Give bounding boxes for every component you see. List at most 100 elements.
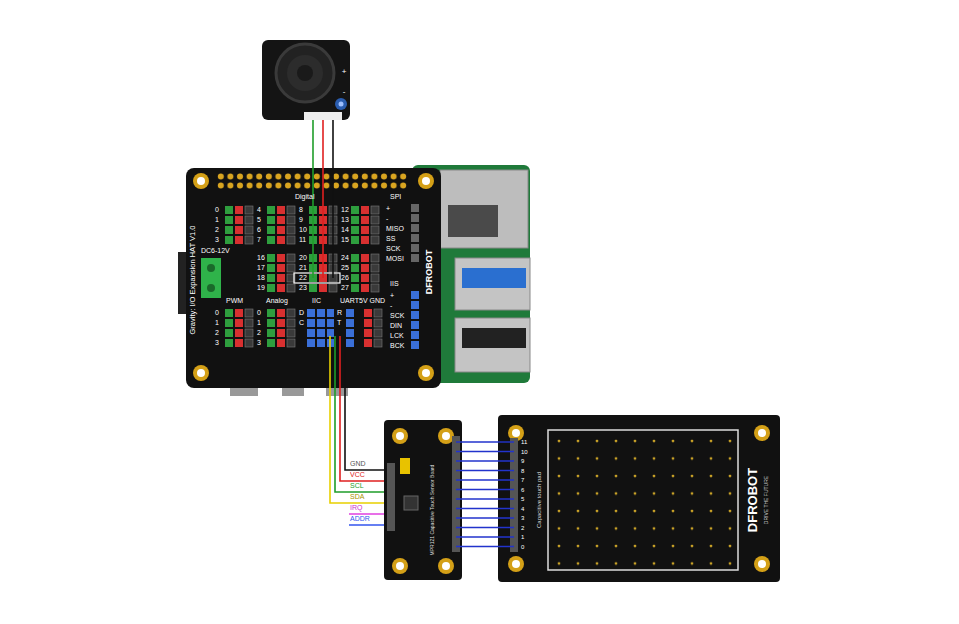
pin-label: 16 xyxy=(257,254,265,262)
pin-label: - xyxy=(386,215,388,223)
pin-label: 0 xyxy=(215,309,219,317)
pin-label: 21 xyxy=(299,264,307,272)
pin-label: 10 xyxy=(299,226,307,234)
pin-label: 6 xyxy=(521,486,524,494)
pin-label: D xyxy=(299,309,304,317)
pin-label: MOSI xyxy=(386,255,404,263)
pin-label: 23 xyxy=(299,284,307,292)
pin-label: 4 xyxy=(521,505,524,513)
pin-label: 10 xyxy=(521,448,528,456)
board-text: - xyxy=(343,88,346,96)
pin-label: 3 xyxy=(215,236,219,244)
pin-label: R xyxy=(337,309,342,317)
pin-label: SPI xyxy=(390,193,401,201)
io-expansion-hat xyxy=(178,168,441,396)
pin-label: 5 xyxy=(257,216,261,224)
pin-label: 3 xyxy=(521,514,524,522)
pin-label: VCC xyxy=(350,471,365,479)
pin-label: 22 xyxy=(299,274,307,282)
pin-label: 11 xyxy=(299,236,306,244)
pin-label: DFROBOT xyxy=(425,250,434,295)
pin-label: 2 xyxy=(215,226,219,234)
board-text: MPR121 Capacitive Touch Sensor Board xyxy=(430,465,435,556)
pin-label: 2 xyxy=(521,524,524,532)
touch-pad: DFROBOT DRIVE THE FUTURE Capacitive touch … xyxy=(498,415,780,582)
pin-label: SCL xyxy=(350,482,364,490)
io-expansion-hat: Gravity: I/O Expansion HAT V1.0 xyxy=(186,168,441,388)
pin-label: 8 xyxy=(299,206,303,214)
pin-label: Analog xyxy=(266,297,288,305)
pin-label: 11 xyxy=(521,438,527,446)
pin-label: SCK xyxy=(390,312,404,320)
pin-label: SCK xyxy=(386,245,400,253)
pin-label: 5 xyxy=(521,495,524,503)
pin-label: MISO xyxy=(386,225,404,233)
capacitive-touch-pad xyxy=(498,415,780,582)
pin-label: UART xyxy=(340,297,359,305)
pin-label: 7 xyxy=(521,476,524,484)
wires xyxy=(313,120,384,525)
pin-label: DIN xyxy=(390,322,402,330)
pin-label: 7 xyxy=(257,236,261,244)
pin-label: SDA xyxy=(350,493,364,501)
pin-label: 2 xyxy=(257,329,261,337)
pin-label: 19 xyxy=(257,284,265,292)
wire-connector xyxy=(345,388,384,470)
pin-label: ADDR xyxy=(350,515,370,523)
pin-label: PWM xyxy=(226,297,243,305)
pin-label: Digital xyxy=(295,193,314,201)
pin-label: 1 xyxy=(215,216,219,224)
pin-label: 1 xyxy=(215,319,219,327)
pin-label: 14 xyxy=(341,226,349,234)
board-text: DFROBOT xyxy=(746,468,759,532)
pin-label: 3 xyxy=(257,339,261,347)
pin-label: 0 xyxy=(521,543,524,551)
pin-label: + xyxy=(386,205,390,213)
pin-label: 4 xyxy=(257,206,261,214)
board-text: + xyxy=(342,68,347,76)
pin-label: 6 xyxy=(257,226,261,234)
mpr121-board xyxy=(384,420,462,580)
pin-label: LCK xyxy=(390,332,404,340)
speaker-module: +- xyxy=(262,40,350,120)
pin-label: GND xyxy=(350,460,366,468)
pin-label: IRQ xyxy=(350,504,362,512)
pin-label: 15 xyxy=(341,236,349,244)
pin-label: 3 xyxy=(215,339,219,347)
pin-label: 24 xyxy=(341,254,349,262)
pin-label: - xyxy=(390,302,392,310)
pin-label: 27 xyxy=(341,284,349,292)
pin-label: 13 xyxy=(341,216,349,224)
pin-label: 17 xyxy=(257,264,265,272)
ribbon-wires xyxy=(456,442,514,547)
pin-label: 1 xyxy=(257,319,261,327)
pin-label: 9 xyxy=(521,457,524,465)
pin-label: 2 xyxy=(215,329,219,337)
board-text: Gravity: I/O Expansion HAT V1.0 xyxy=(189,226,197,335)
pin-label: 8 xyxy=(521,467,524,475)
pin-label: 18 xyxy=(257,274,265,282)
pin-label: SS xyxy=(386,235,395,243)
speaker-module xyxy=(262,40,350,120)
pin-label: 20 xyxy=(299,254,307,262)
pin-label: 9 xyxy=(299,216,303,224)
pin-label: 25 xyxy=(341,264,349,272)
pin-label: 0 xyxy=(257,309,261,317)
board-text: Capacitive touch pad xyxy=(536,472,542,528)
pin-label: 26 xyxy=(341,274,349,282)
pin-label: + xyxy=(390,292,394,300)
wire-connector xyxy=(462,441,498,442)
board-text: DRIVE THE FUTURE xyxy=(764,476,769,524)
pin-label: 12 xyxy=(341,206,349,214)
pin-label: IIC xyxy=(312,297,321,305)
mpr121-board: MPR121 Capacitive Touch Sensor Board xyxy=(384,420,462,580)
pin-label: 0 xyxy=(215,206,219,214)
pin-label: T xyxy=(337,319,341,327)
pin-label: BCK xyxy=(390,342,404,350)
wire-connector xyxy=(312,120,314,168)
pin-label: IIS xyxy=(390,280,399,288)
